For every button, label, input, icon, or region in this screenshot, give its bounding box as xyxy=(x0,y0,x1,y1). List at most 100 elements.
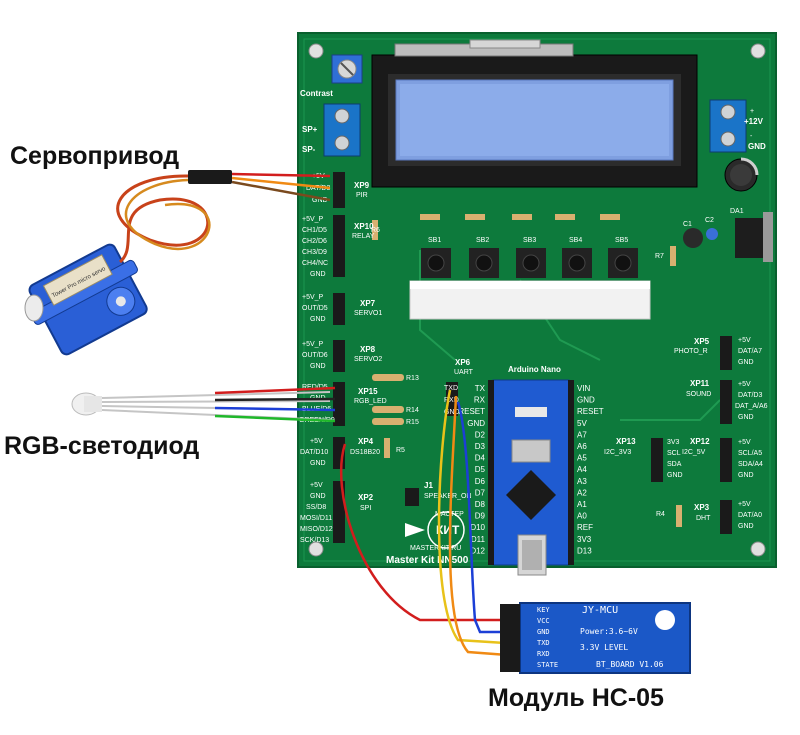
sp-minus-label: SP- xyxy=(302,145,316,154)
hc05-pin-vcc: VCC xyxy=(537,617,550,625)
r15-label: R15 xyxy=(406,419,419,426)
xp7-id: XP7 xyxy=(360,299,376,308)
button-sb3[interactable] xyxy=(516,248,546,278)
nano-left-pin-d3: D3 xyxy=(475,442,486,451)
nano-right-pin-a2: A2 xyxy=(577,488,587,497)
nano-right-pin-vin: VIN xyxy=(577,384,591,393)
xp11-pin-3: GND xyxy=(738,414,754,421)
xp13-pin-3: GND xyxy=(667,472,683,479)
xp2-sub: SPI xyxy=(360,505,371,512)
xp2-pin-4: MISO/D12 xyxy=(300,526,333,533)
xp13-pin-2: SDA xyxy=(667,461,682,468)
nano-right-pin-ref: REF xyxy=(577,523,593,532)
xp5-pin-1: DAT/A7 xyxy=(738,348,762,355)
rgb-led xyxy=(71,391,331,421)
xp10-pin-0: +5V_P xyxy=(302,216,324,223)
xp3-pin-2: GND xyxy=(738,523,754,530)
xp11-pin-1: DAT/D3 xyxy=(738,392,762,399)
xp2-pin-5: SCK/D13 xyxy=(300,537,329,544)
power-terminal-block[interactable] xyxy=(709,99,747,153)
xp8-pin-1: OUT/D6 xyxy=(302,352,328,359)
sb3-label: SB3 xyxy=(523,237,536,244)
hc05-pin-gnd: GND xyxy=(537,628,550,636)
xp6-id: XP6 xyxy=(455,358,471,367)
xp12-sub: I2C_5V xyxy=(682,449,706,456)
r7-resistor xyxy=(670,246,676,266)
gnd-terminal-label: GND xyxy=(748,142,766,151)
xp5-sub: PHOTO_R xyxy=(674,348,708,355)
nano-right-pin-a1: A1 xyxy=(577,500,587,509)
logo-text: КИТ xyxy=(436,523,460,537)
button-sb2[interactable] xyxy=(469,248,499,278)
servo-callout: Сервопривод xyxy=(10,142,180,170)
xp10-pin-5: GND xyxy=(310,271,326,278)
nano-left-pin-d9: D9 xyxy=(475,512,486,521)
j1-sub: SPEAKER_ON xyxy=(424,493,471,500)
xp12-id: XP12 xyxy=(690,437,710,446)
contrast-label: Contrast xyxy=(300,89,333,98)
xp13-pin-0: 3V3 xyxy=(667,439,680,446)
xp2-pin-3: MOSI/D11 xyxy=(300,515,332,522)
terminal-plus-label: + xyxy=(750,108,754,115)
xp5-pin-0: +5V xyxy=(738,337,751,344)
speaker-terminal-block[interactable] xyxy=(323,103,361,157)
xp6-sub: UART xyxy=(454,369,474,376)
j1-jumper[interactable] xyxy=(405,488,419,506)
nano-left-pin-d7: D7 xyxy=(475,488,486,497)
r5-label: R5 xyxy=(396,447,405,454)
terminal-minus-label: - xyxy=(750,133,753,140)
nano-left-pin-d8: D8 xyxy=(475,500,486,509)
hc05-level-text: 3.3V LEVEL xyxy=(580,643,628,652)
button-sb5[interactable] xyxy=(608,248,638,278)
xp8-pin-2: GND xyxy=(310,363,326,370)
small-capacitors xyxy=(683,228,718,248)
xp4-id: XP4 xyxy=(358,437,374,446)
nano-right-pin-a5: A5 xyxy=(577,454,587,463)
button-sb4[interactable] xyxy=(562,248,592,278)
xp3-pin-0: +5V xyxy=(738,501,751,508)
wires xyxy=(116,170,521,658)
xp7-pin-2: GND xyxy=(310,316,326,323)
v12-label: +12V xyxy=(744,117,764,126)
xp2-pin-0: +5V xyxy=(310,482,323,489)
xp3-sub: DHT xyxy=(696,515,711,522)
nano-left-pin-d12: D12 xyxy=(470,546,485,555)
xp13-id: XP13 xyxy=(616,437,636,446)
nano-left-pin-d6: D6 xyxy=(475,477,486,486)
arduino-nano xyxy=(488,379,574,576)
hc05-module xyxy=(500,602,691,674)
r6-label: R6 xyxy=(371,227,380,234)
nano-left-pin-d10: D10 xyxy=(470,523,485,532)
xp9-id: XP9 xyxy=(354,181,370,190)
xp10-pin-3: CH3/D9 xyxy=(302,249,327,256)
xp13-pin-1: SCL xyxy=(667,450,681,457)
button-sb1[interactable] xyxy=(421,248,451,278)
uart-pin-gnd: GND xyxy=(444,409,460,416)
r14-label: R14 xyxy=(406,407,419,414)
sp-plus-label: SP+ xyxy=(302,125,318,134)
xp15-pin-0: RED/D5 xyxy=(302,384,328,391)
brand-text: MASTERKIT.RU xyxy=(410,545,461,552)
rgb-callout: RGB-светодиод xyxy=(4,432,200,460)
da1-label: DA1 xyxy=(730,208,744,215)
left-header-pins xyxy=(333,172,345,543)
electrolytic-capacitor xyxy=(724,157,759,192)
nano-left-pin-tx: TX xyxy=(475,384,486,393)
sb4-label: SB4 xyxy=(569,237,582,244)
hc05-pin-txd: TXD xyxy=(537,639,550,647)
xp4-pin-2: GND xyxy=(310,460,326,467)
xp15-id: XP15 xyxy=(358,387,378,396)
right-header-pins xyxy=(651,336,732,534)
uart-pin-txd: TXD xyxy=(444,385,458,392)
j1-id: J1 xyxy=(424,481,433,490)
nano-right-pin-a3: A3 xyxy=(577,477,587,486)
xp4-pin-0: +5V xyxy=(310,438,323,445)
nano-left-pin-d11: D11 xyxy=(471,535,486,544)
contrast-potentiometer[interactable] xyxy=(331,54,363,84)
r13-label: R13 xyxy=(406,375,419,382)
sb1-label: SB1 xyxy=(428,237,441,244)
xp9-pin-2: GND xyxy=(312,197,328,204)
rgb-resistors xyxy=(372,374,682,527)
